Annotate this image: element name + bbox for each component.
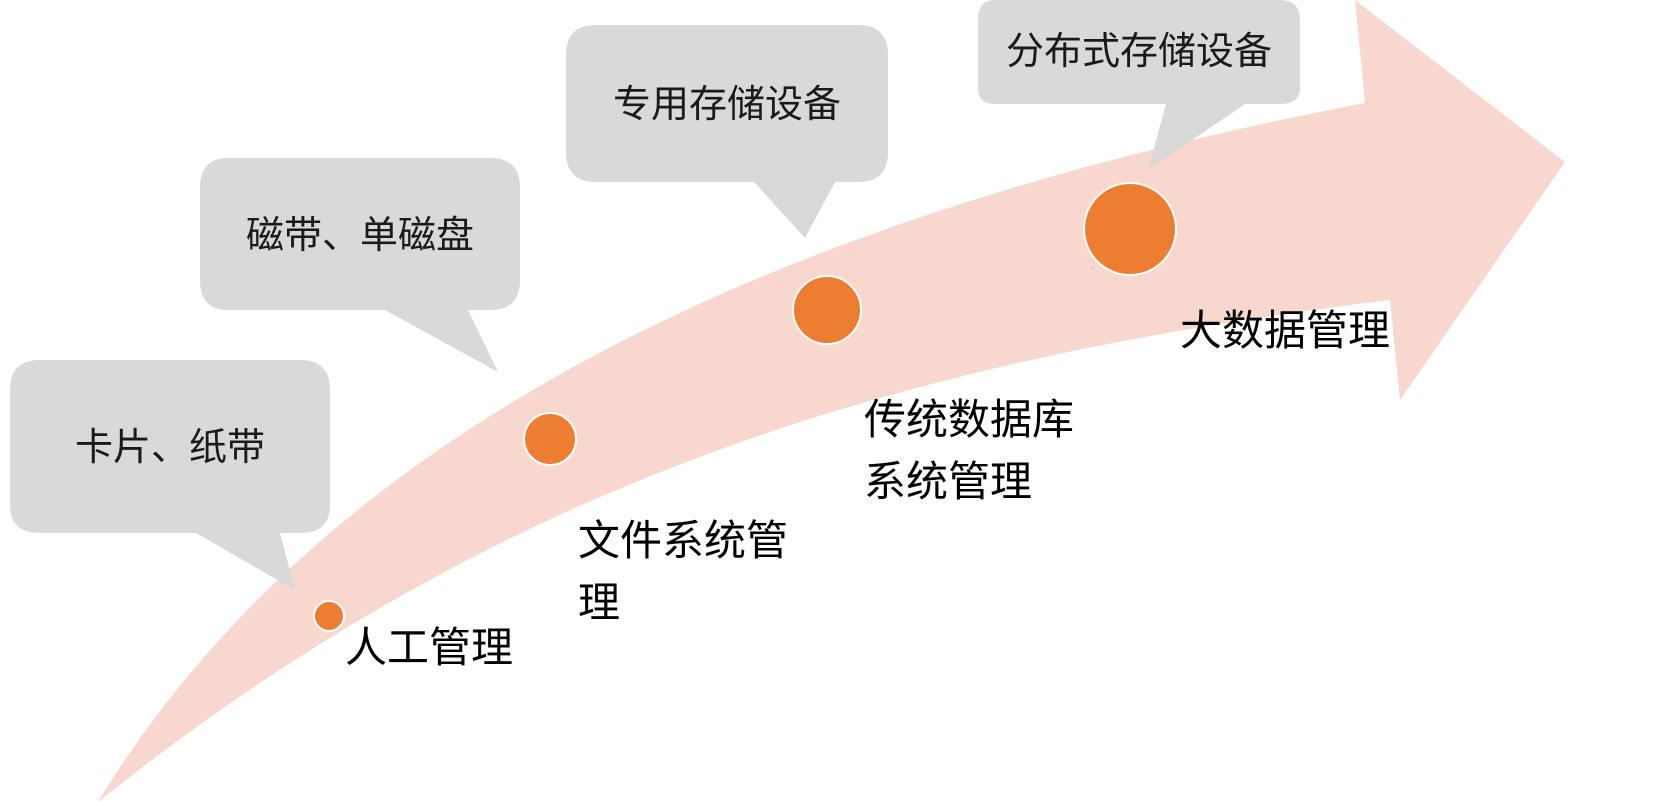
callout-3-bubble xyxy=(566,25,888,238)
stage-3-label-line-2: 系统管理 xyxy=(864,457,1033,506)
callout-1-bubble xyxy=(10,360,330,590)
callout-4-bubble xyxy=(978,0,1300,170)
stage-1-label: 人工管理 xyxy=(345,623,514,672)
callout-4-text: 分布式存储设备 xyxy=(1006,29,1272,73)
stage-4-dot xyxy=(1083,182,1177,276)
timeline-arrow xyxy=(98,0,1565,802)
callout-2: 磁带、单磁盘 xyxy=(200,158,520,372)
callout-4: 分布式存储设备 xyxy=(978,0,1300,170)
stage-4-label: 大数据管理 xyxy=(1180,306,1391,355)
callout-3-text: 专用存储设备 xyxy=(613,82,841,126)
stage-3-label-line-1: 传统数据库 xyxy=(864,395,1075,444)
callout-1: 卡片、纸带 xyxy=(10,360,330,590)
callout-2-text: 磁带、单磁盘 xyxy=(246,213,474,257)
stage-2-dot xyxy=(523,412,577,466)
callout-1-text: 卡片、纸带 xyxy=(75,425,265,469)
stage-2-label-line-1: 文件系统管 xyxy=(578,516,789,565)
stage-2-label-line-2: 理 xyxy=(578,578,621,627)
callout-2-bubble xyxy=(200,158,520,372)
stage-3-dot xyxy=(792,275,862,345)
callout-3: 专用存储设备 xyxy=(566,25,888,238)
stage-1-dot xyxy=(313,600,345,632)
